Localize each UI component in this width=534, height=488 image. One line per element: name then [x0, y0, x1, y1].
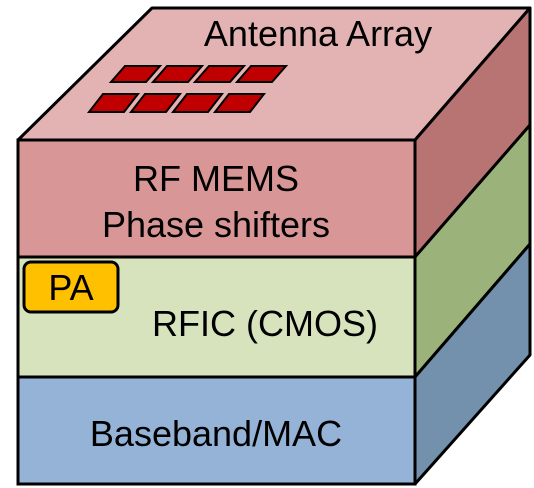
pa-box: [22, 260, 120, 314]
antenna-element: [234, 65, 289, 83]
antenna-element: [212, 93, 267, 113]
antenna-element: [150, 65, 205, 83]
antenna-element: [128, 93, 183, 113]
antenna-array-label: Antenna Array: [204, 13, 432, 54]
rfic-label: RFIC (CMOS): [152, 303, 378, 344]
baseband-label: Baseband/MAC: [90, 413, 342, 454]
rf-mems-label-line2: Phase shifters: [102, 204, 330, 245]
antenna-element: [170, 93, 225, 113]
antenna-element: [86, 93, 141, 113]
baseband-front-face: [16, 375, 417, 486]
antenna-array-elements: [86, 65, 289, 113]
antenna-element: [108, 65, 163, 83]
pa-label: PA: [48, 267, 93, 308]
rf-mems-label-line1: RF MEMS: [133, 158, 299, 199]
rf-mems-front-face: [16, 138, 417, 259]
antenna-element: [192, 65, 247, 83]
